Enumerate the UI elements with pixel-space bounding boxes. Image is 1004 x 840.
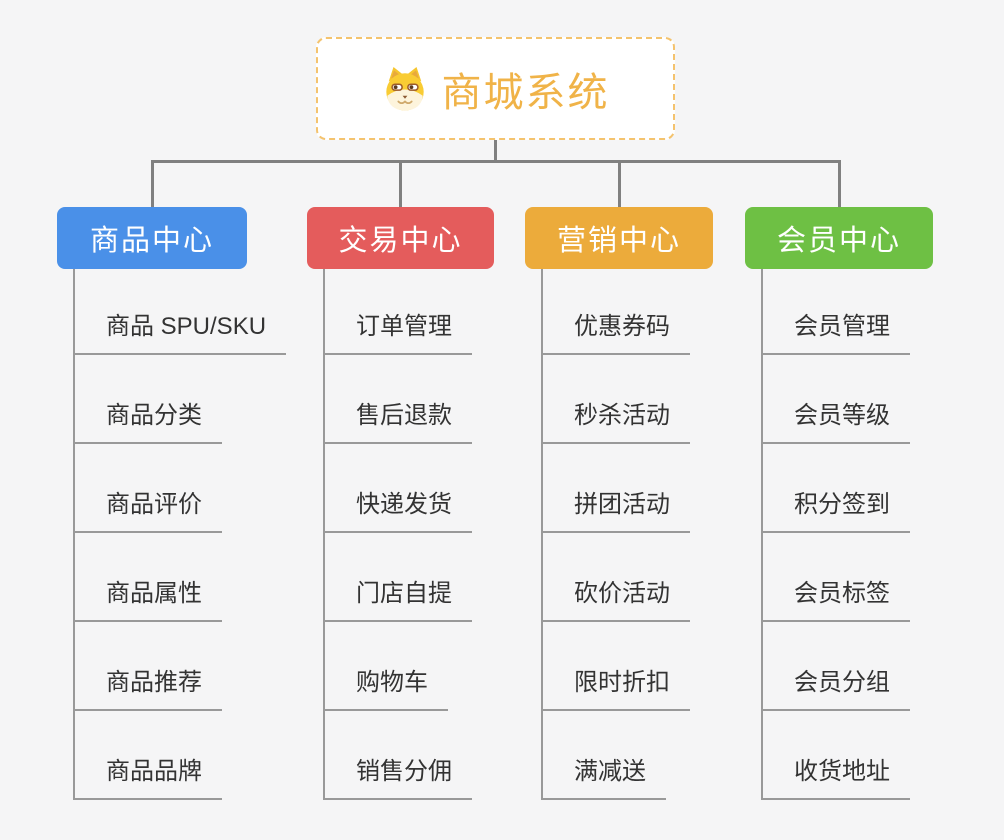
branch-children-line-product-center: [73, 269, 75, 800]
child-topic[interactable]: 商品评价: [73, 488, 222, 533]
child-topic[interactable]: 会员等级: [761, 399, 910, 444]
child-topic[interactable]: 会员管理: [761, 310, 910, 355]
branch-node-product-center[interactable]: 商品中心: [57, 207, 247, 269]
child-topic[interactable]: 商品推荐: [73, 666, 222, 711]
child-topic[interactable]: 积分签到: [761, 488, 910, 533]
root-node[interactable]: 商城系统: [316, 37, 675, 140]
child-topic[interactable]: 砍价活动: [541, 577, 690, 622]
child-topic[interactable]: 订单管理: [323, 310, 472, 355]
child-topic[interactable]: 门店自提: [323, 577, 472, 622]
child-topic[interactable]: 满减送: [541, 755, 666, 800]
branch-node-member-center[interactable]: 会员中心: [745, 207, 933, 269]
connector-drop-marketing-center: [617, 160, 621, 207]
connector-drop-trade-center: [399, 160, 402, 207]
child-topic[interactable]: 收货地址: [761, 755, 910, 800]
branch-node-trade-center[interactable]: 交易中心: [307, 207, 494, 269]
branch-children-line-member-center: [761, 269, 763, 800]
child-topic[interactable]: 销售分佣: [323, 755, 472, 800]
child-topic[interactable]: 优惠券码: [541, 310, 690, 355]
connector-root-stub: [494, 140, 497, 163]
branch-children-line-trade-center: [323, 269, 325, 800]
connector-drop-member-center: [837, 160, 841, 207]
child-topic[interactable]: 商品分类: [73, 399, 222, 444]
connector-drop-product-center: [150, 160, 154, 207]
child-topic[interactable]: 售后退款: [323, 399, 472, 444]
connector-horizontal-rail: [150, 160, 841, 163]
child-topic[interactable]: 会员分组: [761, 666, 910, 711]
child-topic[interactable]: 拼团活动: [541, 488, 690, 533]
child-topic[interactable]: 会员标签: [761, 577, 910, 622]
child-topic[interactable]: 秒杀活动: [541, 399, 690, 444]
child-topic[interactable]: 限时折扣: [541, 666, 690, 711]
child-topic[interactable]: 商品 SPU/SKU: [73, 310, 287, 355]
branch-children-line-marketing-center: [541, 269, 543, 800]
root-title: 商城系统: [441, 70, 610, 115]
child-topic[interactable]: 商品属性: [73, 577, 222, 622]
child-topic[interactable]: 购物车: [323, 666, 448, 711]
branch-node-marketing-center[interactable]: 营销中心: [525, 207, 713, 269]
child-topic[interactable]: 快递发货: [323, 488, 472, 533]
child-topic[interactable]: 商品品牌: [73, 755, 222, 800]
shiba-dog-icon: [385, 66, 424, 111]
